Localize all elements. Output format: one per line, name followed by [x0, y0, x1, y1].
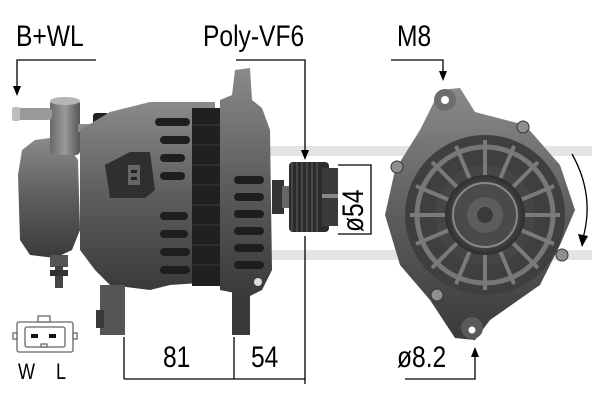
mounting-hole-diameter-label: ø8.2: [397, 341, 447, 374]
pulley-offset-dimension: 54: [251, 341, 279, 374]
pulley-diameter-label: ø54: [337, 189, 370, 232]
arrow-down-icon: [439, 71, 447, 81]
terminal-label: B+WL: [16, 20, 84, 53]
body-length-dimension: 81: [163, 341, 191, 374]
arrow-down-icon: [301, 150, 309, 160]
pulley: [289, 162, 338, 232]
arrowheads: [13, 71, 588, 357]
plug-pin-w-label: W: [18, 359, 36, 384]
connector-plug-icon: [12, 315, 78, 353]
arrow-down-icon: [13, 86, 21, 96]
pulley-type-label: Poly-VF6: [203, 20, 305, 53]
mounting-thread-label: M8: [397, 20, 432, 53]
alternator-side-view: [12, 68, 338, 335]
callout-lines: [16, 59, 588, 384]
plug-pin-l-label: L: [56, 359, 67, 384]
rotation-arrow-icon: [578, 234, 588, 247]
alternator-front-view: [385, 88, 575, 340]
arrow-up-icon: [471, 347, 479, 357]
